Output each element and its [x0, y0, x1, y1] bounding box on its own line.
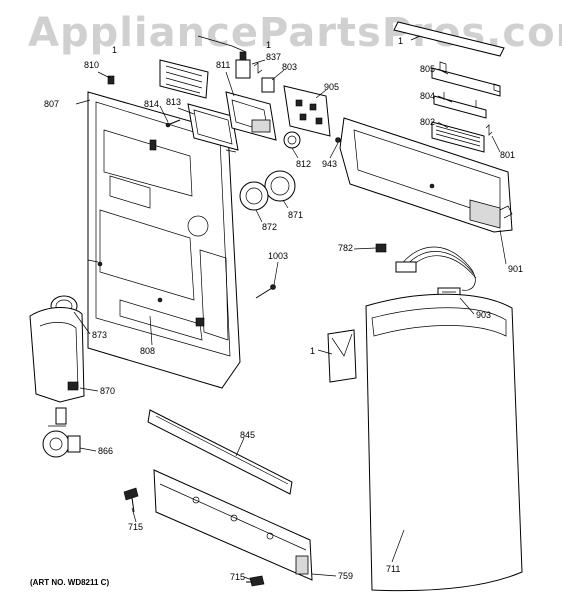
- vent-housing[interactable]: [225, 91, 277, 141]
- support-bracket[interactable]: [433, 92, 487, 119]
- clip-810[interactable]: [107, 75, 115, 85]
- outer-door-panel[interactable]: [365, 293, 523, 592]
- vent-grille[interactable]: [159, 59, 209, 99]
- callout-711: 711: [386, 564, 400, 574]
- callout-866: 866: [98, 446, 113, 456]
- drain-valve[interactable]: [42, 407, 81, 458]
- callout-1-bracket: 1: [398, 36, 403, 46]
- callout-943: 943: [322, 159, 337, 169]
- control-board[interactable]: [283, 85, 331, 137]
- callout-1-packet: 1: [310, 346, 315, 356]
- callout-871: 871: [288, 210, 303, 220]
- callout-873: 873: [92, 330, 107, 340]
- callout-905: 905: [324, 82, 339, 92]
- callout-872: 872: [262, 222, 277, 232]
- knob[interactable]: [283, 131, 301, 149]
- callout-870: 870: [100, 386, 115, 396]
- callout-759: 759: [338, 571, 353, 581]
- callout-1003: 1003: [268, 251, 288, 261]
- callout-715-lower: 715: [230, 572, 245, 582]
- callout-1-top: 1: [112, 45, 117, 55]
- vent-gasket[interactable]: [187, 103, 239, 151]
- callout-813: 813: [166, 97, 181, 107]
- screw-715-upper[interactable]: [123, 487, 139, 513]
- wire-harness[interactable]: [395, 246, 477, 301]
- callout-837: 837: [266, 52, 281, 62]
- callout-845: 845: [240, 430, 255, 440]
- callout-903: 903: [476, 310, 491, 320]
- callout-803: 803: [282, 62, 297, 72]
- callout-labels: 1 1 810 811 837 803 905 1 805 804 802 80…: [44, 36, 523, 582]
- callout-1-top-right: 1: [266, 40, 271, 50]
- leader-lines: [73, 35, 507, 581]
- vent-actuator[interactable]: [235, 51, 263, 79]
- callout-807: 807: [44, 99, 59, 109]
- screw-814[interactable]: [165, 119, 181, 128]
- wire-harness-top: [197, 35, 247, 53]
- callout-804: 804: [420, 91, 435, 101]
- art-number: (ART NO. WD8211 C): [30, 578, 110, 587]
- control-panel-bracket[interactable]: [431, 61, 501, 97]
- control-panel-console[interactable]: [339, 117, 513, 233]
- callout-782: 782: [338, 243, 353, 253]
- dispenser-housing[interactable]: [29, 307, 85, 403]
- kick-plate-trim[interactable]: [147, 409, 293, 495]
- screw-715-lower[interactable]: [246, 575, 265, 587]
- callout-810: 810: [84, 60, 99, 70]
- dispenser-ring-inner[interactable]: [239, 181, 269, 211]
- connector[interactable]: [375, 243, 387, 253]
- inner-door-panel[interactable]: [87, 91, 241, 389]
- callout-805: 805: [420, 64, 435, 74]
- bottom-kick-plate[interactable]: [153, 469, 313, 581]
- callout-801: 801: [500, 150, 515, 160]
- documentation-packet[interactable]: [327, 329, 357, 383]
- screw-1003[interactable]: [255, 284, 276, 299]
- callout-811: 811: [216, 60, 230, 70]
- callout-812: 812: [296, 159, 311, 169]
- callout-814: 814: [144, 99, 159, 109]
- callout-901: 901: [508, 264, 523, 274]
- door-switch[interactable]: [261, 77, 275, 93]
- callout-715-upper: 715: [128, 522, 143, 532]
- callout-802: 802: [420, 117, 435, 127]
- screw-943[interactable]: [335, 137, 341, 143]
- top-trim-bar[interactable]: [393, 21, 505, 57]
- latch-assembly[interactable]: [431, 121, 493, 153]
- callout-808: 808: [140, 346, 155, 356]
- dispenser-ring-outer[interactable]: [264, 170, 296, 202]
